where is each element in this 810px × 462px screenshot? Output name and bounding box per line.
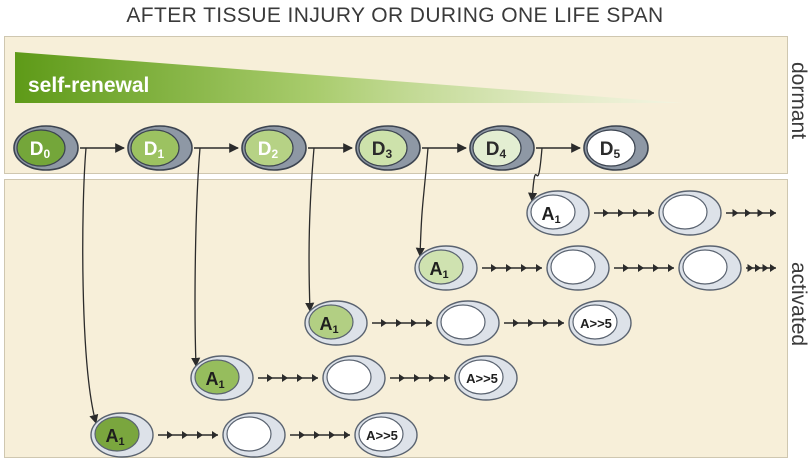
dormant-cell-d2: D2 — [242, 126, 306, 170]
end-cell-label: A>>5 — [366, 428, 398, 443]
dormant-cell-d5: D5 — [584, 126, 648, 170]
dormant-cell-d3: D3 — [356, 126, 420, 170]
progression-arrow — [290, 431, 350, 439]
progression-arrow — [482, 264, 542, 272]
dormant-cell-d1: D1 — [128, 126, 192, 170]
activated-cell — [323, 356, 385, 400]
end-cell-label: A>>5 — [466, 371, 498, 386]
progression-arrow — [726, 209, 776, 217]
activated-cell-a1: A1 — [191, 356, 253, 400]
activation-arrow — [195, 148, 200, 366]
activation-arrow — [309, 148, 314, 311]
progression-arrow — [614, 264, 674, 272]
activated-cell — [223, 413, 285, 457]
activated-cell-a1: A1 — [91, 413, 153, 457]
activated-cell — [659, 191, 721, 235]
activation-arrow — [532, 148, 542, 201]
activated-cell — [547, 246, 609, 290]
progression-arrow — [746, 264, 776, 272]
activation-arrow — [420, 148, 428, 256]
activated-cell-a1: A1 — [527, 191, 589, 235]
activated-cell-a1: A1 — [305, 301, 367, 345]
activated-cell — [437, 301, 499, 345]
progression-arrow — [594, 209, 654, 217]
activated-cell-a1: A1 — [415, 246, 477, 290]
dormant-cell-d4: D4 — [470, 126, 534, 170]
dormant-cell-d0: D0 — [14, 126, 78, 170]
activated-cell-end: A>>5 — [355, 413, 417, 457]
activated-cell — [679, 246, 741, 290]
progression-arrow — [158, 431, 218, 439]
self-renewal-label: self-renewal — [28, 74, 149, 97]
progression-arrow — [504, 319, 564, 327]
activated-cell-end: A>>5 — [455, 356, 517, 400]
progression-arrow — [258, 374, 318, 382]
progression-arrow — [390, 374, 450, 382]
activation-arrow — [83, 148, 96, 423]
progression-arrow — [372, 319, 432, 327]
activated-cell-end: A>>5 — [569, 301, 631, 345]
end-cell-label: A>>5 — [580, 316, 612, 331]
